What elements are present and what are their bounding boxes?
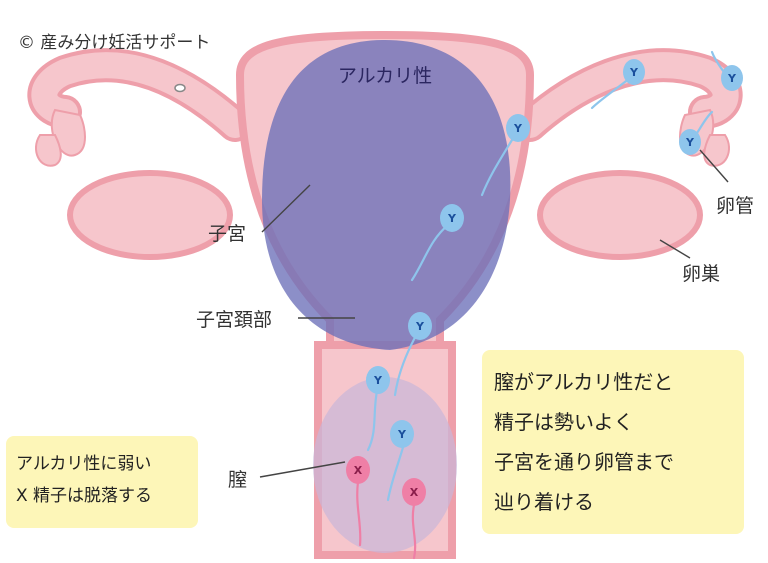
- y-sperm-head-8: [679, 129, 701, 155]
- x-sperm-heads: [346, 456, 426, 506]
- tube-spot: [174, 83, 186, 93]
- right-note-line-3: 子宮を通り卵管まで: [494, 450, 674, 474]
- y-sperm-head-6: [623, 59, 645, 85]
- left-note-line-2: X 精子は脱落する: [16, 486, 153, 506]
- x-mark: X: [410, 486, 419, 499]
- x-sperm-head-2: [402, 478, 426, 506]
- x-mark: X: [354, 464, 363, 477]
- right-note-box: 膣がアルカリ性だと 精子は勢いよく 子宮を通り卵管まで 辿り着ける: [482, 350, 744, 534]
- y-sperm-letters: Y Y Y Y Y Y Y Y: [373, 66, 737, 441]
- x-sperm-letters: X X: [354, 464, 419, 499]
- y-sperm-head-5: [390, 420, 414, 448]
- y-mark: Y: [415, 320, 425, 333]
- y-mark: Y: [447, 212, 457, 225]
- uterus-label: 子宮: [208, 223, 246, 245]
- alkaline-region: [262, 40, 511, 350]
- y-sperm-head-7: [721, 65, 743, 91]
- alkaline-label: アルカリ性: [338, 65, 432, 87]
- vagina-tint: [313, 377, 457, 553]
- fallopian-tubes: [27, 48, 743, 142]
- x-sperm-group: [356, 480, 417, 560]
- ovary-left: [67, 170, 233, 260]
- right-note-line-4: 辿り着ける: [494, 490, 594, 514]
- left-note-line-1: アルカリ性に弱い: [16, 454, 152, 474]
- y-sperm-head-4: [366, 366, 390, 394]
- left-note-box: アルカリ性に弱い X 精子は脱落する: [6, 436, 198, 528]
- ovary-right: [537, 170, 703, 260]
- y-mark: Y: [397, 428, 407, 441]
- y-mark: Y: [727, 72, 737, 85]
- y-mark: Y: [685, 136, 695, 149]
- cervix-label: 子宮頚部: [196, 309, 272, 331]
- vagina-label: 膣: [228, 469, 247, 491]
- fallopian-tube-label: 卵管: [716, 195, 754, 217]
- y-mark: Y: [373, 374, 383, 387]
- y-mark: Y: [629, 66, 639, 79]
- right-note-line-2: 精子は勢いよく: [494, 410, 634, 434]
- right-note-line-1: 膣がアルカリ性だと: [494, 370, 674, 394]
- y-sperm-head-1: [506, 114, 530, 142]
- y-mark: Y: [513, 122, 523, 135]
- y-sperm-heads: [366, 59, 743, 448]
- leader-lines: [259, 149, 729, 478]
- x-sperm-head-1: [346, 456, 370, 484]
- ovary-label: 卵巣: [682, 263, 720, 285]
- y-sperm-head-3: [408, 312, 432, 340]
- y-sperm-head-2: [440, 204, 464, 232]
- copyright-text: © 産み分け妊活サポート: [18, 33, 210, 53]
